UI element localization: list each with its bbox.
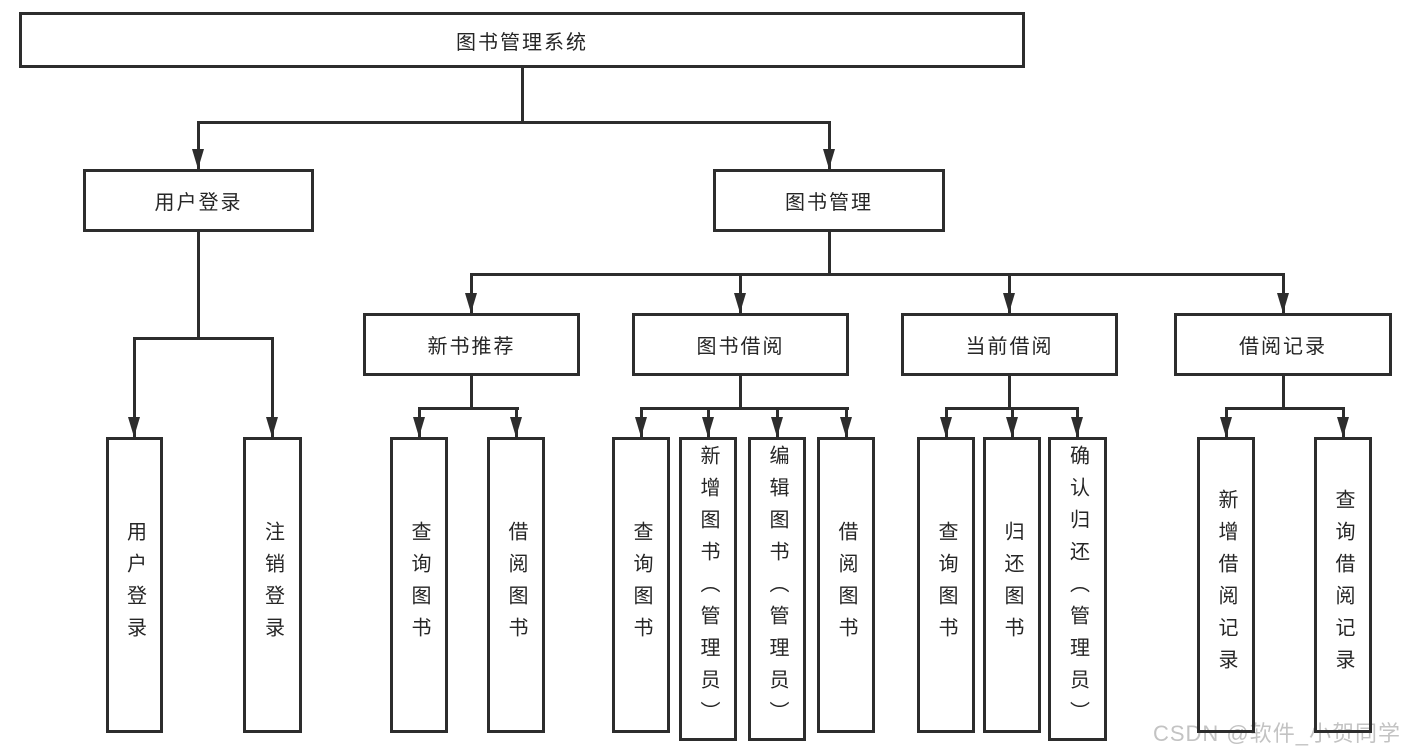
node-label: 归还图书 — [1001, 521, 1023, 649]
arrow-down-icon — [702, 417, 714, 437]
node-library-system: 图书管理系统 — [19, 12, 1025, 68]
arrow-down-icon — [1003, 293, 1015, 313]
csdn-watermark: CSDN @软件_小贺同学 — [1152, 721, 1401, 746]
arrow-down-icon — [1220, 417, 1232, 437]
node-label: 查询借阅记录 — [1332, 489, 1354, 681]
node-label: 借阅图书 — [835, 521, 857, 649]
node-logout: 注销登录 — [243, 437, 302, 733]
connector-line — [738, 376, 742, 410]
node-label: 注销登录 — [261, 521, 284, 649]
node-borrowing-records: 借阅记录 — [1174, 313, 1392, 376]
node-label: 用户登录 — [154, 192, 243, 214]
node-label: 编辑图书（管理员） — [766, 445, 788, 733]
node-label: 查询图书 — [935, 521, 957, 649]
arrow-down-icon — [465, 293, 477, 313]
node-label: 确认归还（管理员） — [1066, 445, 1089, 733]
connector-line — [520, 68, 524, 124]
node-query-books-recommend: 查询图书 — [390, 437, 448, 733]
node-query-books-borrow: 查询图书 — [612, 437, 670, 733]
arrow-down-icon — [734, 293, 746, 313]
connector-line — [639, 407, 849, 410]
node-label: 新增图书（管理员） — [697, 445, 719, 733]
node-label: 图书借阅 — [696, 336, 785, 358]
connector-line — [196, 121, 200, 169]
connector-line — [469, 376, 473, 410]
arrow-down-icon — [1006, 417, 1018, 437]
node-user-login: 用户登录 — [83, 169, 314, 232]
arrow-down-icon — [840, 417, 852, 437]
arrow-down-icon — [1071, 417, 1083, 437]
connector-line — [197, 232, 200, 340]
connector-line — [469, 273, 1285, 276]
connector-line — [1281, 376, 1285, 410]
node-return-books: 归还图书 — [983, 437, 1041, 733]
node-label: 新书推荐 — [427, 336, 516, 358]
node-edit-books-admin: 编辑图书（管理员） — [748, 437, 806, 741]
arrow-down-icon — [192, 149, 204, 169]
node-confirm-return-admin: 确认归还（管理员） — [1048, 437, 1107, 741]
node-label: 借阅记录 — [1239, 336, 1327, 358]
arrow-down-icon — [128, 417, 140, 437]
node-label: 新增借阅记录 — [1215, 489, 1237, 681]
arrow-down-icon — [266, 417, 278, 437]
node-current-borrowing: 当前借阅 — [901, 313, 1118, 376]
node-add-books-admin: 新增图书（管理员） — [679, 437, 737, 741]
node-label: 查询图书 — [630, 521, 652, 649]
connector-line — [1224, 407, 1345, 410]
node-add-borrow-record: 新增借阅记录 — [1197, 437, 1255, 733]
connector-line — [132, 337, 274, 340]
node-new-book-recommend: 新书推荐 — [363, 313, 580, 376]
arrow-down-icon — [413, 417, 425, 437]
arrow-down-icon — [510, 417, 522, 437]
connector-line — [827, 121, 831, 169]
arrow-down-icon — [823, 149, 835, 169]
arrow-down-icon — [635, 417, 647, 437]
node-label: 当前借阅 — [965, 336, 1054, 358]
connector-line — [1007, 376, 1011, 410]
connector-line — [132, 337, 136, 437]
connector-line — [417, 407, 519, 410]
node-query-books-current: 查询图书 — [917, 437, 975, 733]
node-label: 用户登录 — [123, 521, 146, 649]
connector-line — [270, 337, 274, 437]
node-label: 查询图书 — [408, 521, 430, 649]
arrow-down-icon — [771, 417, 783, 437]
node-book-management: 图书管理 — [713, 169, 945, 232]
node-borrow-books: 借阅图书 — [817, 437, 875, 733]
node-label: 图书管理 — [785, 192, 873, 214]
node-label: 图书管理系统 — [456, 31, 588, 54]
arrow-down-icon — [1277, 293, 1289, 313]
node-label: 借阅图书 — [505, 521, 527, 649]
arrow-down-icon — [1337, 417, 1349, 437]
connector-line — [196, 121, 831, 124]
node-book-borrowing: 图书借阅 — [632, 313, 849, 376]
node-user-login-leaf: 用户登录 — [106, 437, 163, 733]
arrow-down-icon — [940, 417, 952, 437]
node-borrow-books-recommend: 借阅图书 — [487, 437, 545, 733]
node-query-borrow-record: 查询借阅记录 — [1314, 437, 1372, 733]
connector-line — [827, 232, 831, 276]
